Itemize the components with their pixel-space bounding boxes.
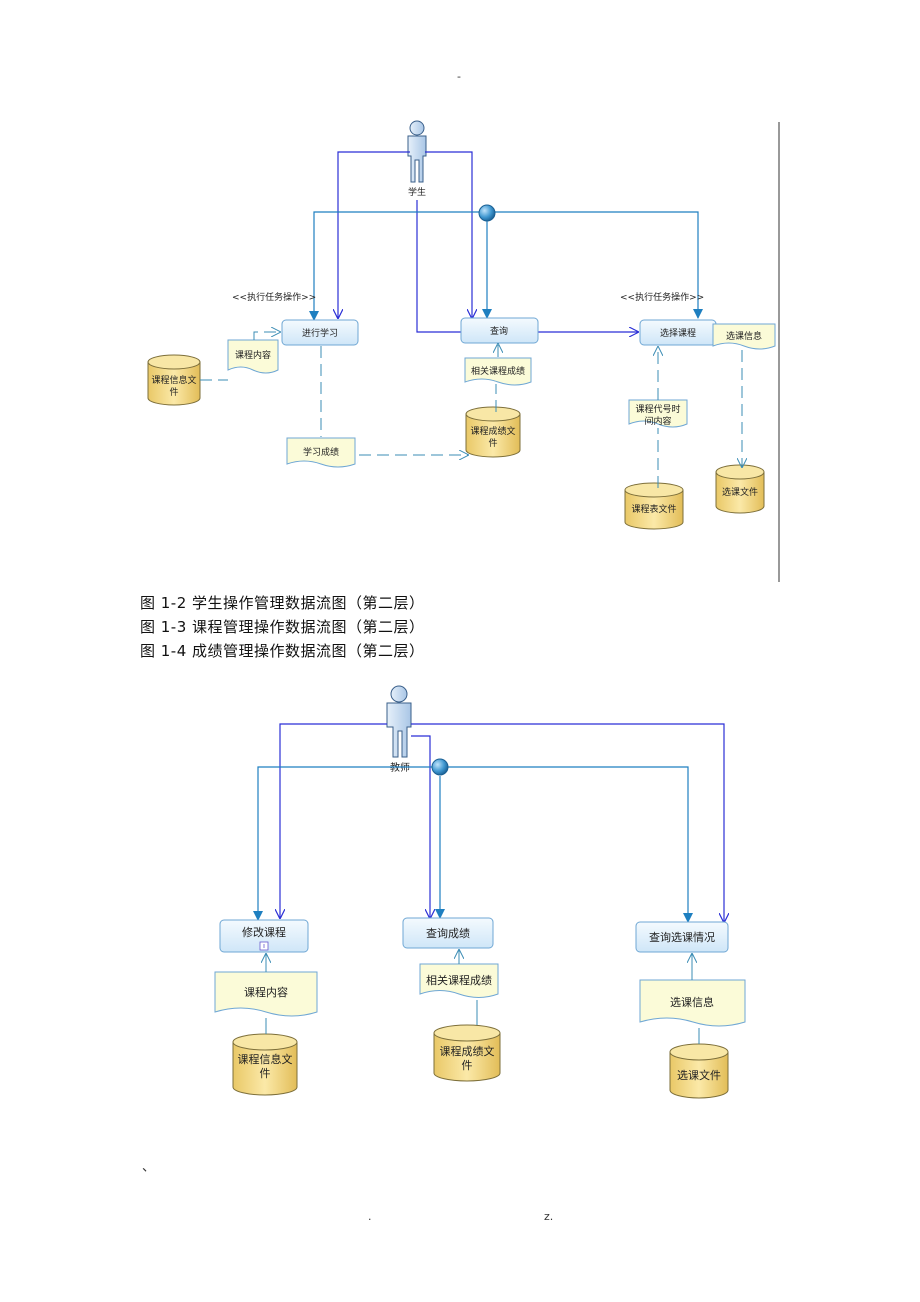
- flow-student-to-query: [425, 151, 472, 318]
- process-select-course[interactable]: 选择课程: [639, 319, 717, 346]
- doc-selection-info[interactable]: 选课信息: [712, 323, 776, 350]
- store-course-info-label-1: 课程信息文: [151, 374, 196, 386]
- store-course-table[interactable]: 课程表文件: [624, 482, 684, 530]
- diagram-teacher: 教师 修改课程 查询成绩 查询选课情况 课程内容: [214, 685, 746, 1099]
- store-grades-label-2: 件: [462, 1059, 473, 1072]
- store-grades-label-1: 课程成绩文: [470, 425, 515, 437]
- actor-body-icon: [407, 135, 427, 183]
- process-query-selection[interactable]: 查询选课情况: [635, 921, 729, 953]
- doc-course-content-label: 课程内容: [244, 985, 288, 999]
- store-grades-label-1: 课程成绩文: [440, 1044, 495, 1058]
- doc-selection-info[interactable]: 选课信息: [639, 979, 746, 1027]
- process-query[interactable]: 查询: [460, 317, 539, 344]
- doc-course-code-label-2: 间内容: [644, 415, 671, 427]
- process-query-grades[interactable]: 查询成绩: [402, 917, 494, 949]
- actor-teacher[interactable]: 教师: [386, 685, 412, 774]
- control-to-study: [309, 211, 479, 321]
- doc-course-content[interactable]: 课程内容: [227, 339, 279, 374]
- store-selection-label: 选课文件: [722, 486, 758, 498]
- store-grades[interactable]: 课程成绩文 件: [465, 406, 521, 458]
- process-query-selection-label: 查询选课情况: [649, 930, 715, 944]
- store-selection[interactable]: 选课文件: [669, 1043, 729, 1099]
- process-query-grades-label: 查询成绩: [426, 926, 470, 940]
- control-node-icon: [478, 204, 496, 222]
- doc-course-content[interactable]: 课程内容: [214, 971, 318, 1017]
- actor-head-icon: [409, 120, 425, 136]
- process-query-label: 查询: [490, 325, 508, 337]
- caption-figure-1-2: 图 1-2 学生操作管理数据流图（第二层）: [140, 594, 425, 612]
- doc-course-code[interactable]: 课程代号时 间内容: [628, 399, 688, 428]
- process-select-label: 选择课程: [660, 327, 696, 339]
- control-to-query-selection: [448, 766, 693, 923]
- doc-related-grades-label: 相关课程成绩: [471, 365, 525, 377]
- store-course-info-label-2: 件: [169, 386, 178, 398]
- actor-body-icon: [386, 702, 412, 758]
- caption-figure-1-3: 图 1-3 课程管理操作数据流图（第二层）: [140, 618, 425, 636]
- doc-related-grades[interactable]: 相关课程成绩: [464, 357, 532, 386]
- store-selection[interactable]: 选课文件: [715, 464, 765, 514]
- actor-label: 学生: [408, 186, 426, 198]
- doc-study-grades-label: 学习成绩: [303, 446, 339, 458]
- actor-head-icon: [390, 685, 408, 703]
- process-study[interactable]: 进行学习: [281, 319, 359, 346]
- store-grades[interactable]: 课程成绩文 件: [433, 1024, 501, 1082]
- store-selection-label: 选课文件: [677, 1068, 721, 1082]
- store-course-info[interactable]: 课程信息文 件: [232, 1033, 298, 1096]
- flow-to-select-course: [416, 200, 638, 332]
- flows-2: [266, 950, 700, 1044]
- stereotype-left: <<执行任务操作>>: [232, 291, 316, 303]
- flow-teacher-to-query-selection: [411, 723, 724, 922]
- control-to-modify: [253, 766, 432, 921]
- doc-selection-info-label: 选课信息: [726, 330, 762, 342]
- doc-course-code-label-1: 课程代号时: [635, 403, 680, 415]
- process-study-label: 进行学习: [302, 327, 338, 339]
- stray-mark: 、: [142, 1160, 156, 1175]
- footer-left-mark: .: [368, 1210, 372, 1223]
- process-modify-course[interactable]: 修改课程: [219, 919, 309, 953]
- header-mark: -: [457, 70, 461, 83]
- doc-study-grades[interactable]: 学习成绩: [286, 437, 356, 468]
- doc-course-content-label: 课程内容: [235, 349, 271, 361]
- store-course-info[interactable]: 课程信息文 件: [147, 354, 201, 406]
- doc-selection-info-label: 选课信息: [670, 995, 714, 1009]
- store-grades-label-2: 件: [488, 437, 497, 449]
- flow-teacher-to-modify: [280, 723, 387, 918]
- flow-student-to-study: [338, 151, 410, 318]
- flow-teacher-to-query-grades: [411, 735, 430, 918]
- control-node-icon: [431, 758, 449, 776]
- store-course-table-label: 课程表文件: [631, 503, 676, 515]
- caption-figure-1-4: 图 1-4 成绩管理操作数据流图（第二层）: [140, 642, 425, 660]
- process-modify-label: 修改课程: [242, 925, 286, 939]
- actor-student[interactable]: 学生: [407, 120, 427, 198]
- doc-related-grades[interactable]: 相关课程成绩: [419, 963, 499, 998]
- diagram-student: 学生 <<执行任务操作>> <<执行任务操作>> 进行学习 查询 选择课程: [147, 120, 780, 582]
- doc-related-grades-label: 相关课程成绩: [426, 973, 492, 987]
- footer-right-mark: z.: [544, 1210, 554, 1223]
- store-course-info-label-1: 课程信息文: [238, 1052, 293, 1066]
- stereotype-right: <<执行任务操作>>: [620, 291, 704, 303]
- store-course-info-label-2: 件: [260, 1067, 271, 1080]
- control-to-select: [495, 211, 703, 319]
- dashed-flows-1: [200, 332, 742, 488]
